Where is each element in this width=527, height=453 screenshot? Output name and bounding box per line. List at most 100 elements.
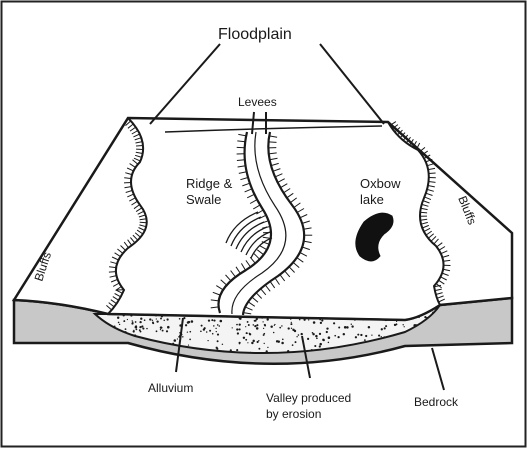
alluvium-dot <box>291 322 292 323</box>
alluvium-dot <box>328 342 330 344</box>
alluvium-dot <box>189 339 191 341</box>
alluvium-dot <box>187 321 190 324</box>
alluvium-dot <box>166 318 168 320</box>
valley-label-line2: by erosion <box>266 407 321 421</box>
alluvium-dot <box>383 336 385 338</box>
alluvium-dot <box>426 317 428 319</box>
valley-label-line1: Valley produced <box>266 391 351 405</box>
alluvium-dot <box>371 334 372 335</box>
alluvium-dot <box>326 327 328 329</box>
alluvium-dot <box>152 321 154 323</box>
alluvium-dot <box>316 337 318 339</box>
alluvium-dot <box>200 330 202 332</box>
alluvium-dot <box>319 345 321 347</box>
alluvium-dot <box>213 320 215 322</box>
alluvium-dot <box>236 349 238 351</box>
alluvium-dot <box>346 326 349 329</box>
alluvium-dot <box>381 328 383 330</box>
alluvium-dot <box>189 331 191 333</box>
alluvium-dot <box>119 324 120 325</box>
alluvium-dot <box>351 324 352 325</box>
alluvium-dot <box>381 336 382 337</box>
alluvium-dot <box>279 327 281 329</box>
alluvium-dot <box>308 319 309 320</box>
alluvium-dot <box>144 319 146 321</box>
alluvium-dot <box>149 318 151 320</box>
alluvium-dot <box>245 339 247 341</box>
alluvium-dot <box>312 333 314 335</box>
alluvium-dot <box>276 340 277 341</box>
hatch-mark <box>136 146 143 147</box>
alluvium-dot <box>217 340 219 342</box>
alluvium-dot <box>263 333 265 335</box>
floodplain-leader-right <box>320 44 384 124</box>
alluvium-dot <box>247 342 248 343</box>
alluvium-dot <box>271 326 273 328</box>
alluvium-dot <box>298 334 300 336</box>
alluvium-dot <box>141 325 143 327</box>
alluvium-dot <box>402 324 403 325</box>
alluvium-dot <box>334 335 336 337</box>
alluvium-dot <box>274 324 275 325</box>
alluvium-dot <box>343 333 345 335</box>
alluvium-dot <box>239 328 241 330</box>
alluvium-dot <box>236 324 238 326</box>
alluvium-dot <box>384 327 386 329</box>
floodplain-leader-left <box>150 44 220 124</box>
alluvium-dot <box>217 334 219 336</box>
alluvium-dot <box>215 328 216 329</box>
alluvium-dot <box>163 320 164 321</box>
alluvium-dot <box>236 328 238 330</box>
alluvium-dot <box>160 326 163 329</box>
alluvium-dot <box>256 327 259 330</box>
alluvium-dot <box>207 340 208 341</box>
alluvium-dot <box>243 337 245 339</box>
alluvium-dot <box>378 335 380 337</box>
alluvium-dot <box>245 326 246 327</box>
alluvium-dot <box>333 322 335 324</box>
alluvium-dot <box>295 341 297 343</box>
alluvium-dot <box>220 320 223 323</box>
alluvium-dot <box>156 320 158 322</box>
alluvium-dot <box>368 326 370 328</box>
alluvium-dot <box>174 339 177 342</box>
hatch-mark <box>269 142 277 143</box>
hatch-mark <box>124 178 131 179</box>
alluvium-dot <box>323 339 325 341</box>
alluvium-dot <box>209 330 211 332</box>
alluvium-dot <box>357 334 359 336</box>
alluvium-dot <box>232 327 233 328</box>
alluvium-dot <box>208 319 210 321</box>
alluvium-dot <box>250 352 252 354</box>
alluvium-dot <box>162 330 164 332</box>
bedrock-label: Bedrock <box>414 395 459 409</box>
bedrock-leader <box>432 348 444 390</box>
alluvium-dot <box>344 326 347 329</box>
alluvium-dot <box>146 328 147 329</box>
alluvium-dot <box>239 343 240 344</box>
alluvium-dot <box>237 332 239 334</box>
alluvium-dot <box>264 343 265 344</box>
alluvium-dot <box>266 318 268 320</box>
alluvium-dot <box>249 333 251 335</box>
alluvium-dot <box>166 330 168 332</box>
alluvium-dot <box>133 330 135 332</box>
alluvium-dot <box>320 322 322 324</box>
alluvium-dot <box>287 350 289 352</box>
oxbow-label-line2: lake <box>360 192 384 207</box>
alluvium-dot <box>364 339 366 341</box>
alluvium-dot <box>292 344 294 346</box>
alluvium-dot <box>142 328 144 330</box>
alluvium-dot <box>432 312 433 313</box>
alluvium-dot <box>247 321 249 323</box>
alluvium-dot <box>290 323 292 325</box>
alluvium-dot <box>319 333 321 335</box>
hatch-mark <box>140 222 147 223</box>
alluvium-dot <box>351 325 353 327</box>
alluvium-dot <box>156 318 157 319</box>
alluvium-dot <box>136 329 138 331</box>
alluvium-dot <box>321 320 323 322</box>
alluvium-dot <box>266 350 268 352</box>
alluvium-dot <box>131 322 133 324</box>
